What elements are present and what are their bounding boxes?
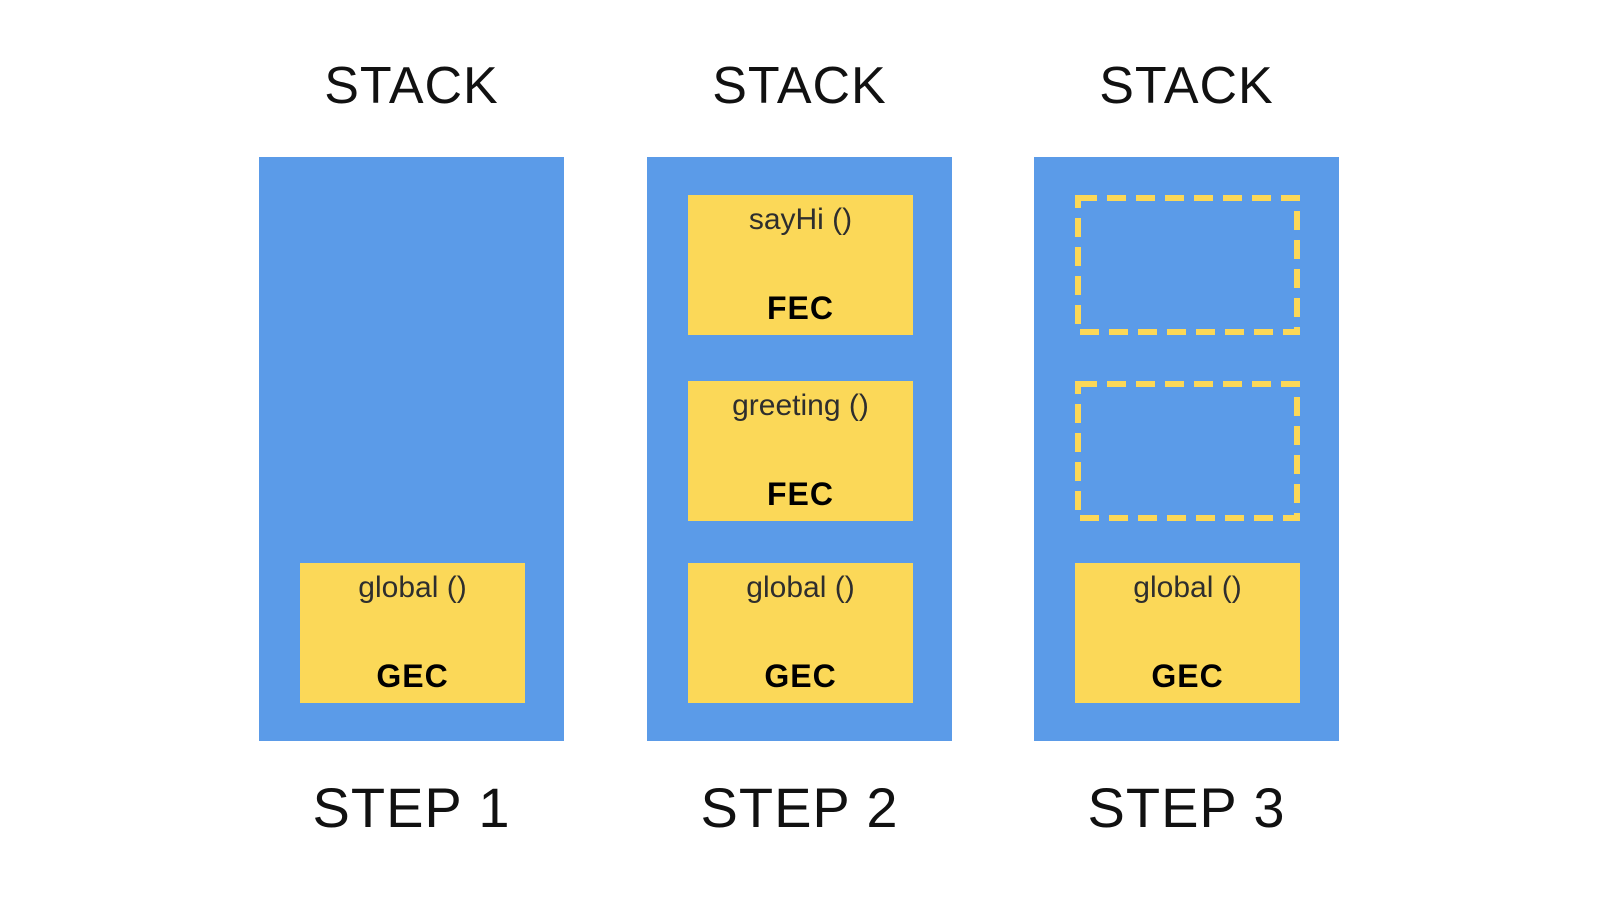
step-label-3: STEP 3 (1087, 776, 1286, 839)
frame-global-step3: global () GEC (1075, 563, 1300, 703)
frame-function-name: global () (1133, 571, 1242, 604)
frame-popped-placeholder-2 (1075, 381, 1300, 521)
frame-context-label: GEC (764, 658, 837, 694)
stack-title-3: STACK (1099, 57, 1274, 115)
frame-global-step2: global () GEC (688, 563, 913, 703)
frame-global-step1: global () GEC (300, 563, 525, 703)
frame-sayhi-step2: sayHi () FEC (688, 195, 913, 335)
frame-greeting-step2: greeting () FEC (688, 381, 913, 521)
frame-context-label: GEC (1151, 658, 1224, 694)
frame-context-label: GEC (376, 658, 449, 694)
stack-container-step2: sayHi () FEC greeting () FEC global () G… (647, 157, 952, 741)
stack-container-step1: global () GEC (259, 157, 564, 741)
step-label-2: STEP 2 (700, 776, 899, 839)
frame-function-name: greeting () (732, 389, 869, 422)
stack-container-step3: global () GEC (1034, 157, 1339, 741)
stack-title-2: STACK (712, 57, 887, 115)
frame-function-name: sayHi () (748, 203, 853, 236)
frame-context-label: FEC (767, 290, 834, 326)
frame-context-label: FEC (767, 476, 834, 512)
frame-function-name: global () (358, 571, 467, 604)
frame-popped-placeholder-1 (1075, 195, 1300, 335)
step-label-1: STEP 1 (312, 776, 511, 839)
frame-function-name: global () (746, 571, 855, 604)
stack-title-1: STACK (324, 57, 499, 115)
